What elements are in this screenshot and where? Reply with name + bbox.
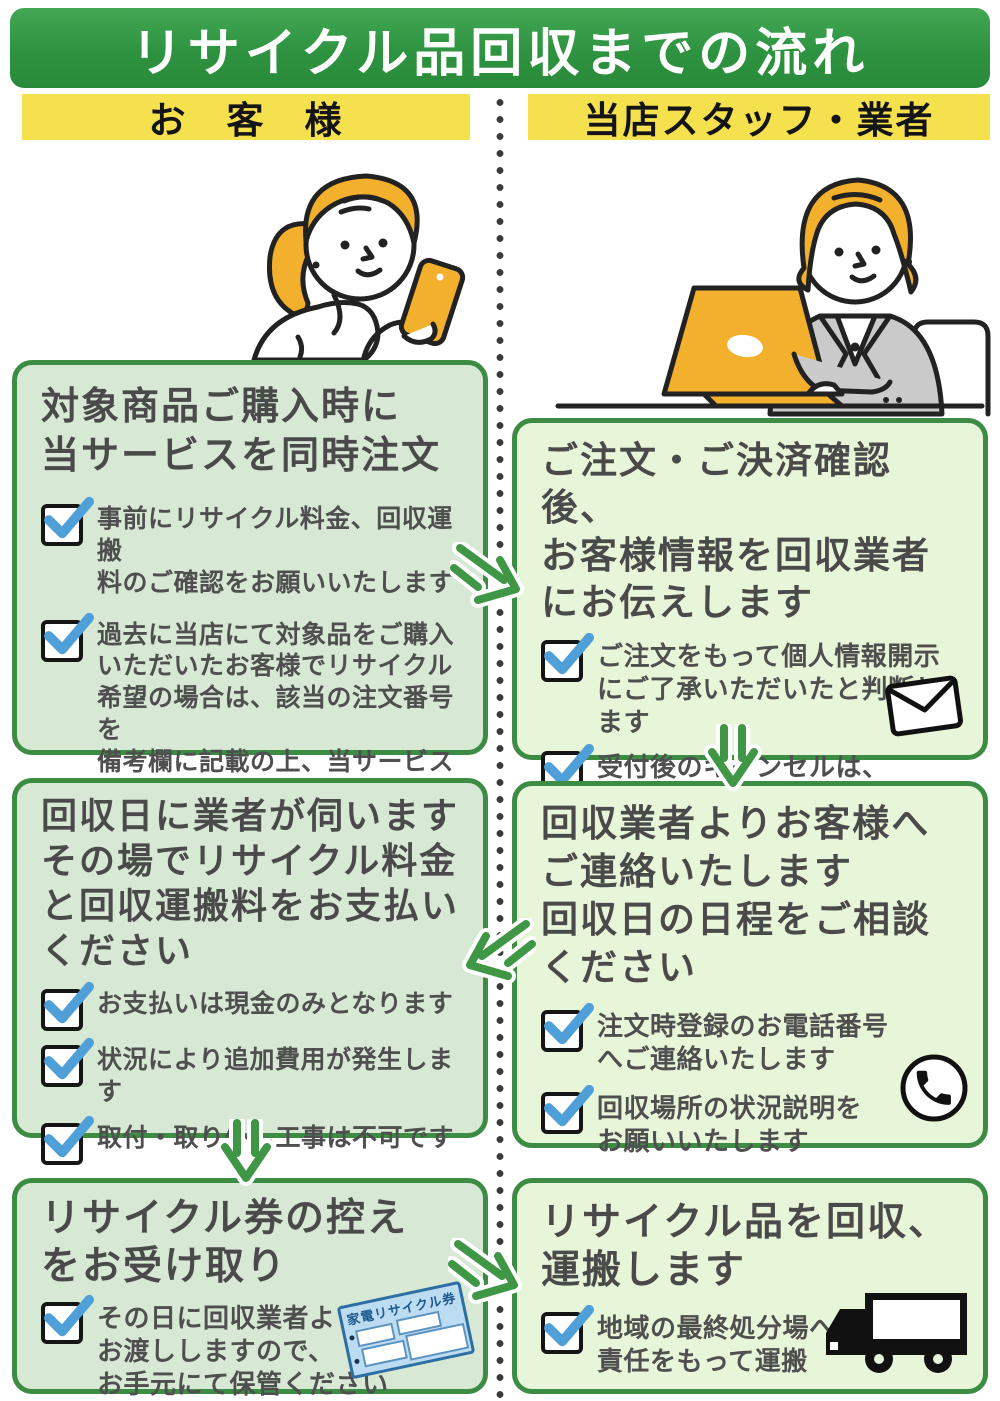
- step-title: リサイクル券の控え をお受け取り: [41, 1197, 409, 1289]
- column-header-staff-label: 当店スタッフ・業者: [583, 100, 935, 141]
- arrow-customer2-to-customer3-icon: [217, 1119, 275, 1186]
- ticket-hole: [353, 1358, 360, 1365]
- arrow-staff2-to-customer2-icon: [462, 918, 536, 984]
- checkbox-icon: [41, 981, 94, 1031]
- truck-icon: [826, 1293, 967, 1373]
- step-box-staff-transport: リサイクル品を回収、 運搬します 地域の最終処分場へ 責任をもって運搬: [512, 1178, 988, 1394]
- page-title: リサイクル品回収までの流れ: [130, 24, 870, 83]
- check-item-text: 地域の最終処分場へ 責任をもって運搬: [597, 1312, 836, 1376]
- checkbox-icon: [541, 1304, 594, 1354]
- check-item: お支払いは現金のみとなります: [41, 981, 465, 1031]
- phone-icon: [900, 1054, 968, 1122]
- step-title: 回収業者よりお客様へ ご連絡いたします 回収日の日程をご相談 ください: [541, 803, 931, 989]
- checkbox-icon: [541, 633, 594, 683]
- check-item-text: 注文時登録のお電話番号 へご連絡いたします: [597, 1011, 889, 1075]
- checkbox-icon: [41, 1115, 94, 1165]
- step-title: ご注文・ご決済確認後、 お客様情報を回収業者 にお伝えします: [541, 440, 931, 624]
- step-box-staff-contact: 回収業者よりお客様へ ご連絡いたします 回収日の日程をご相談 ください 注文時登…: [512, 781, 988, 1156]
- checkbox-icon: [41, 497, 94, 547]
- arrow-customer1-to-staff1-icon: [450, 542, 524, 608]
- step-box-staff-confirm: ご注文・ご決済確認後、 お客様情報を回収業者 にお伝えします ご注文をもって個人…: [512, 418, 988, 816]
- staff-at-laptop-illustration: [555, 177, 991, 417]
- title-banner: リサイクル品回収までの流れ: [10, 8, 990, 88]
- step-title: 回収日に業者が伺います その場でリサイクル料金 と回収運搬料をお支払い ください: [41, 795, 460, 971]
- arrow-staff1-to-staff2-icon: [704, 724, 762, 791]
- check-item-text: お支払いは現金のみとなります: [97, 990, 454, 1018]
- check-item-text: 回収場所の状況説明を お願いいたします: [597, 1093, 863, 1157]
- step-box-customer-payment: 回収日に業者が伺います その場でリサイクル料金 と回収運搬料をお支払い ください…: [12, 778, 488, 1165]
- check-item: 過去に当店にて対象品をご購入 いただいたお客様でリサイクル 希望の場合は、該当の…: [41, 612, 465, 842]
- check-item-text: 状況により追加費用が発生します: [97, 1046, 454, 1106]
- arrow-customer3-to-staff3-icon: [448, 1238, 522, 1304]
- step-title: 対象商品ご購入時に 当サービスを同時注文: [41, 386, 442, 477]
- check-item: 取付・取り外し工事は不可です: [41, 1115, 465, 1165]
- column-divider-dotted-line: [496, 94, 504, 1400]
- check-item: 状況により追加費用が発生します: [41, 1037, 465, 1109]
- column-header-staff: 当店スタッフ・業者: [528, 94, 990, 141]
- column-header-customer-label: お 客 様: [148, 100, 344, 141]
- check-item-text: その日に回収業者より お渡ししますので、 お手元にて保管ください: [97, 1302, 389, 1399]
- check-item-text: 取付・取り外し工事は不可です: [97, 1123, 455, 1152]
- check-item: その日に回収業者より お渡ししますので、 お手元にて保管ください: [41, 1294, 465, 1401]
- checkbox-icon: [541, 1003, 594, 1053]
- checkbox-icon: [541, 1085, 594, 1135]
- check-item-text: ご注文をもって個人情報開示 にご了承いただいたと判断します: [597, 641, 941, 738]
- column-header-customer: お 客 様: [22, 94, 470, 141]
- step-title: リサイクル品を回収、 運搬します: [541, 1201, 950, 1293]
- check-item-text: 事前にリサイクル料金、回収運搬 料のご確認をお願いいたします: [97, 505, 455, 597]
- check-item: 注文時登録のお電話番号 へご連絡いたします: [541, 1003, 965, 1076]
- step-box-customer-ticket: リサイクル券の控え をお受け取り その日に回収業者より お渡ししますので、 お手…: [12, 1178, 488, 1399]
- step-box-customer-order: 対象商品ご購入時に 当サービスを同時注文 事前にリサイクル料金、回収運搬 料のご…: [12, 360, 488, 839]
- checkbox-icon: [41, 1294, 94, 1344]
- checkbox-icon: [41, 1037, 94, 1087]
- check-item: 回収場所の状況説明を お願いいたします: [541, 1085, 965, 1158]
- check-item: 事前にリサイクル料金、回収運搬 料のご確認をお願いいたします: [41, 497, 465, 599]
- checkbox-icon: [41, 612, 94, 662]
- check-item: ご注文をもって個人情報開示 にご了承いただいたと判断します: [541, 633, 965, 739]
- check-item: 地域の最終処分場へ 責任をもって運搬: [541, 1304, 965, 1378]
- ticket-hole: [348, 1334, 355, 1341]
- envelope-icon: [885, 675, 964, 737]
- customer-smartphone-illustration: [251, 173, 466, 360]
- check-item-text: 過去に当店にて対象品をご購入 いただいたお客様でリサイクル 希望の場合は、該当の…: [97, 620, 455, 840]
